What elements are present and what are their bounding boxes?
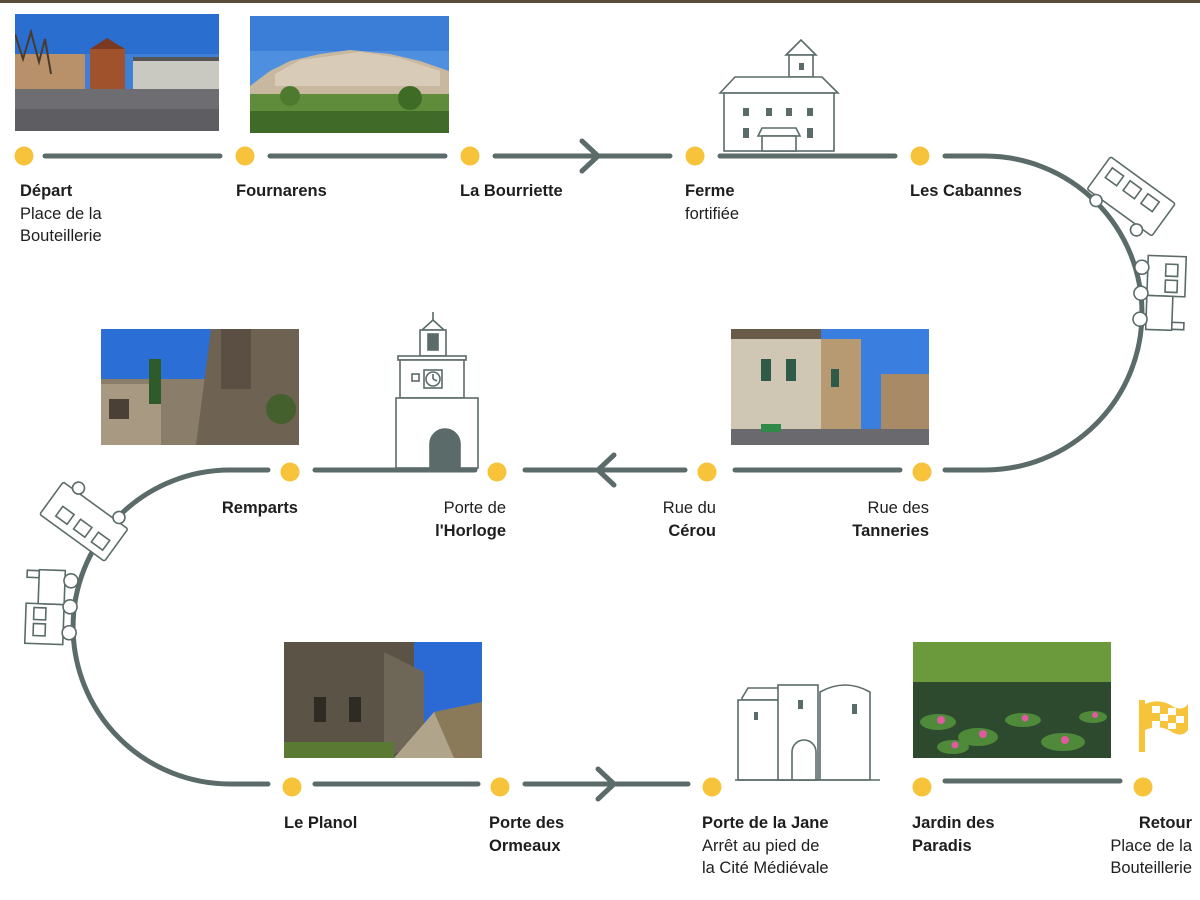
stop-label-fournarens: Fournarens	[236, 180, 327, 203]
stop-line2: l'Horloge	[435, 521, 506, 540]
stop-label-depart: Départ Place de la Bouteillerie	[20, 180, 102, 248]
stop-label-horloge: Porte de l'Horloge	[435, 497, 506, 542]
clock-gate-icon	[395, 312, 479, 469]
stop-dot-depart	[14, 146, 34, 166]
stop-label-cabannes: Les Cabannes	[910, 180, 1022, 203]
stop-dot-ferme	[685, 146, 705, 166]
arrow-icon	[595, 766, 617, 802]
stop-subtitle: fortifiée	[685, 204, 740, 223]
stop-title: La Bourriette	[460, 182, 563, 200]
stop-subtitle: Place de la	[20, 204, 102, 223]
arrow-icon	[579, 138, 601, 174]
photo-place-bouteillerie	[15, 14, 219, 131]
stop-title: Remparts	[221, 499, 298, 517]
photo-jardin-paradis	[913, 642, 1111, 758]
stop-line1: Porte de	[443, 499, 506, 517]
stop-dot-planol	[282, 777, 302, 797]
top-border	[0, 0, 1200, 3]
castle-gate-icon	[735, 684, 880, 781]
stop-title: Ormeaux	[489, 836, 561, 855]
stop-line1: Rue des	[867, 499, 929, 517]
stop-label-ferme: Ferme fortifiée	[685, 180, 739, 225]
photo-le-planol	[284, 642, 482, 758]
train-icon	[1087, 156, 1188, 332]
stop-dot-tanneries	[912, 462, 932, 482]
stop-title: Ferme	[685, 182, 735, 200]
stop-subtitle: Place de la	[1110, 836, 1192, 855]
stop-label-jane: Porte de la Jane Arrêt au pied de la Cit…	[702, 812, 829, 880]
stop-label-retour: Retour Place de la Bouteillerie	[1110, 812, 1192, 880]
stop-label-remparts: Remparts	[222, 497, 298, 520]
stop-title: Porte des	[489, 814, 565, 832]
stop-dot-ormeaux	[490, 777, 510, 797]
stop-subtitle: la Cité Médiévale	[702, 859, 829, 877]
photo-rue-tanneries	[731, 329, 929, 445]
stop-title: Retour	[1138, 814, 1192, 832]
stop-dot-cabannes	[910, 146, 930, 166]
stop-label-ormeaux: Porte des Ormeaux	[489, 812, 564, 857]
stop-dot-paradis	[912, 777, 932, 797]
stop-line2: Tanneries	[852, 521, 929, 540]
stop-label-paradis: Jardin des Paradis	[912, 812, 995, 857]
stop-dot-cerou	[697, 462, 717, 482]
stop-label-bourriette: La Bourriette	[460, 180, 563, 203]
stop-title: Le Planol	[284, 814, 358, 832]
stop-title: Porte de la Jane	[702, 814, 829, 832]
stop-dot-jane	[702, 777, 722, 797]
farmhouse-icon	[718, 38, 840, 152]
finish-flag-icon	[1139, 700, 1188, 752]
stop-label-cerou: Rue du Cérou	[663, 497, 716, 542]
stop-title: Jardin des	[912, 814, 995, 832]
photo-remparts	[101, 329, 299, 445]
stop-title: Fournarens	[236, 182, 327, 200]
stop-dot-bourriette	[460, 146, 480, 166]
stop-label-planol: Le Planol	[284, 812, 357, 835]
stop-dot-horloge	[487, 462, 507, 482]
stop-line1: Rue du	[662, 499, 716, 517]
arrow-icon	[595, 452, 617, 488]
stop-dot-fournarens	[235, 146, 255, 166]
stop-title: Les Cabannes	[910, 182, 1022, 200]
stop-label-tanneries: Rue des Tanneries	[852, 497, 929, 542]
stop-subtitle: Arrêt au pied de	[702, 836, 820, 855]
stop-title: Départ	[20, 182, 73, 200]
stop-dot-retour	[1133, 777, 1153, 797]
stop-dot-remparts	[280, 462, 300, 482]
stop-subtitle: Bouteillerie	[1110, 859, 1192, 877]
train-icon	[23, 481, 128, 646]
stop-line2: Cérou	[668, 521, 716, 540]
stop-subtitle: Bouteillerie	[20, 227, 102, 245]
photo-fournarens	[250, 16, 449, 133]
stop-title: Paradis	[912, 836, 972, 855]
